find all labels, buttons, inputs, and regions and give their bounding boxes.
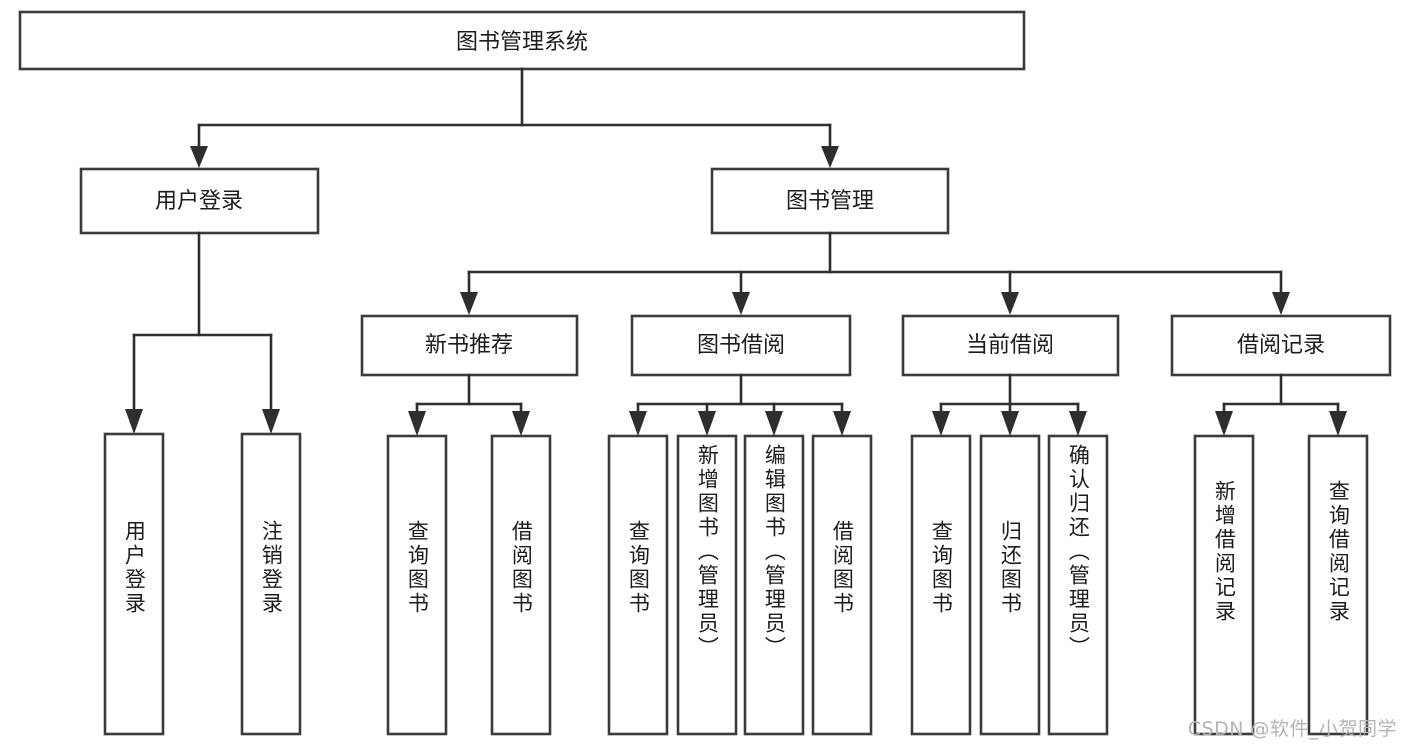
borrow-record-label: 借阅记录	[1237, 333, 1325, 358]
leaf-box-borrow-book-2[interactable]	[811, 434, 873, 736]
arrow-head-book-manage	[821, 146, 839, 168]
node-user-login[interactable]: 用户登录	[79, 167, 320, 235]
connector-root-to-level2	[190, 67, 839, 168]
user-login-label: 用户登录	[155, 189, 243, 214]
book-borrow-box[interactable]	[630, 314, 852, 377]
leaf-box-query-record[interactable]	[1307, 434, 1369, 736]
arrow-head-leaf-return-book	[1001, 411, 1019, 436]
leaf-box-confirm-return[interactable]	[1047, 434, 1109, 736]
new-book-recommend-label: 新书推荐	[425, 333, 513, 358]
node-borrow-record[interactable]: 借阅记录	[1170, 314, 1392, 377]
arrow-head-leaf-add-book	[698, 411, 716, 436]
book-manage-label: 图书管理	[786, 189, 874, 214]
arrow-head-book-borrow	[732, 292, 750, 315]
node-book-borrow[interactable]: 图书借阅	[630, 314, 852, 377]
node-root[interactable]: 图书管理系统	[18, 10, 1026, 71]
leaf-box-edit-book[interactable]	[743, 434, 805, 736]
arrow-head-leaf-add-record	[1215, 411, 1233, 436]
current-borrow-label: 当前借阅	[966, 333, 1054, 358]
connector-book-borrow-to-leaves	[629, 373, 851, 436]
leaf-box-user-logout[interactable]	[240, 432, 302, 736]
node-book-manage[interactable]: 图书管理	[710, 167, 950, 235]
arrow-head-leaf-borrow-book-1	[512, 411, 530, 436]
root-box[interactable]	[18, 10, 1026, 71]
leaf-box-user-login[interactable]	[103, 432, 165, 736]
connector-book-manage-to-level3	[460, 231, 1290, 315]
arrow-head-leaf-borrow-book-2	[833, 411, 851, 436]
arrow-head-leaf-user-login	[125, 409, 143, 434]
node-current-borrow[interactable]: 当前借阅	[901, 314, 1120, 377]
leaf-box-query-book-3[interactable]	[910, 434, 972, 736]
arrow-head-borrow-record	[1272, 292, 1290, 315]
arrow-head-leaf-user-logout	[262, 409, 280, 434]
current-borrow-box[interactable]	[901, 314, 1120, 377]
connector-borrow-record-to-leaves	[1215, 373, 1347, 436]
leaf-box-add-record[interactable]	[1193, 434, 1255, 736]
leaf-box-return-book[interactable]	[979, 434, 1041, 736]
arrow-head-leaf-query-record	[1329, 411, 1347, 436]
arrow-head-user-login	[190, 146, 208, 168]
connector-current-borrow-to-leaves	[932, 373, 1087, 436]
leaf-box-add-book[interactable]	[676, 434, 738, 736]
arrow-head-leaf-query-book-3	[932, 411, 950, 436]
root-label: 图书管理系统	[456, 30, 588, 55]
book-borrow-label: 图书借阅	[697, 333, 785, 358]
arrow-head-leaf-query-book-1	[408, 411, 426, 436]
arrow-head-new-book-recommend	[460, 292, 478, 315]
connector-new-book-recommend-to-leaves	[408, 373, 530, 436]
arrow-head-current-borrow	[1001, 292, 1019, 315]
new-book-recommend-box[interactable]	[360, 314, 579, 377]
arrow-head-leaf-edit-book	[765, 411, 783, 436]
node-new-book-recommend[interactable]: 新书推荐	[360, 314, 579, 377]
leaf-box-query-book-2[interactable]	[607, 434, 669, 736]
leaf-box-borrow-book-1[interactable]	[490, 434, 552, 736]
leaf-box-query-book-1[interactable]	[386, 434, 448, 736]
arrow-head-leaf-query-book-2	[629, 411, 647, 436]
connector-user-login-to-leaves	[125, 231, 280, 434]
arrow-head-leaf-confirm-return	[1069, 411, 1087, 436]
watermark-text: CSDN @软件_小贺同学	[1187, 718, 1397, 740]
